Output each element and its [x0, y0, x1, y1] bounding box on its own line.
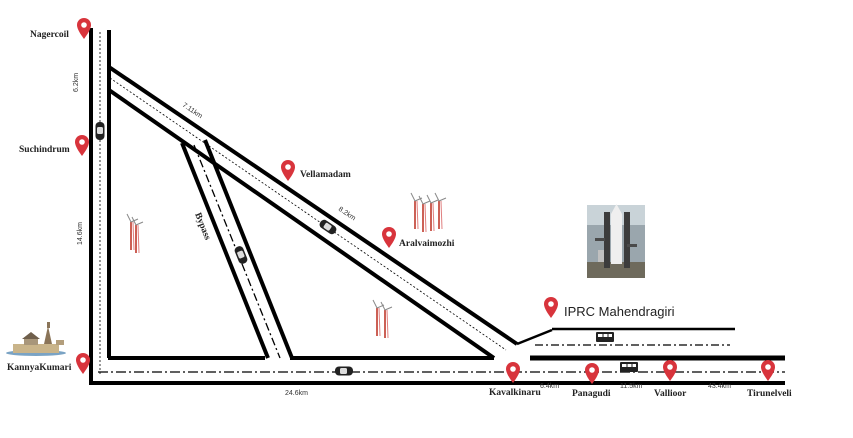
distance-panagudi-vallioor: 11.5km — [620, 383, 643, 390]
map-pin-icon — [75, 135, 89, 156]
distance-kannyakumari-kavalkinaru: 24.6km — [285, 390, 308, 397]
distance-nagercoil-suchindrum: 6.2km — [73, 73, 80, 92]
road-diagonal-lower — [107, 88, 496, 360]
car-icon — [95, 122, 105, 140]
label-suchindrum: Suchindrum — [19, 145, 70, 155]
label-vallioor: Vallioor — [654, 389, 687, 399]
label-nagercoil: Nagercoil — [30, 30, 69, 40]
map-pin-icon — [585, 363, 599, 384]
place-nagercoil[interactable]: Nagercoil — [30, 18, 91, 40]
temple-icon — [6, 322, 66, 356]
place-tirunelveli[interactable]: Tirunelveli — [747, 360, 792, 399]
label-tirunelveli: Tirunelveli — [747, 389, 792, 399]
road-bypass-left — [180, 142, 270, 359]
map-pin-icon — [506, 362, 520, 383]
label-vellamadam: Vellamadam — [300, 170, 351, 180]
map-pin-icon — [544, 297, 558, 318]
bus-icon — [595, 331, 615, 343]
road-iprc-branch-upper — [516, 328, 553, 346]
wind-turbine-icon — [372, 299, 393, 339]
place-kavalkinaru[interactable]: Kavalkinaru — [489, 362, 541, 398]
map-pin-icon — [382, 227, 396, 248]
wind-turbine-icon — [410, 192, 447, 233]
map-pin-icon — [77, 18, 91, 39]
wind-turbine-icon — [126, 213, 144, 254]
place-vallioor[interactable]: Vallioor — [654, 360, 687, 399]
label-panagudi: Panagudi — [572, 389, 611, 399]
distance-vallioor-tirunelveli: 43.4km — [708, 383, 731, 390]
label-kannyakumari: KannyaKumari — [7, 363, 72, 373]
label-kavalkinaru: Kavalkinaru — [489, 388, 541, 398]
map-pin-icon — [281, 160, 295, 181]
rocket-launch-tower-icon — [587, 204, 645, 278]
place-suchindrum[interactable]: Suchindrum — [19, 135, 89, 156]
distance-suchindrum-kannyakumari: 14.6km — [77, 222, 84, 245]
place-kannyakumari[interactable]: KannyaKumari — [7, 353, 90, 374]
road-bypass-right — [203, 139, 294, 359]
label-iprc: IPRC Mahendragiri — [564, 304, 675, 319]
label-aralvaimozhi: Aralvaimozhi — [399, 239, 455, 249]
place-aralvaimozhi[interactable]: Aralvaimozhi — [382, 227, 455, 249]
road-network — [89, 28, 785, 385]
distance-kavalkinaru-panagudi: 6.4km — [540, 383, 559, 390]
place-vellamadam[interactable]: Vellamadam — [281, 160, 351, 181]
place-iprc[interactable]: IPRC Mahendragiri — [544, 297, 675, 319]
map-pin-icon — [76, 353, 90, 374]
distance-vellamadam-aralvaimozhi: 8.2km — [337, 206, 357, 223]
map-pin-icon — [761, 360, 775, 381]
car-icon — [335, 366, 353, 376]
place-panagudi[interactable]: Panagudi — [572, 363, 611, 399]
road-diagonal-upper — [107, 65, 519, 346]
bus-icon — [619, 361, 639, 373]
map-pin-icon — [663, 360, 677, 381]
